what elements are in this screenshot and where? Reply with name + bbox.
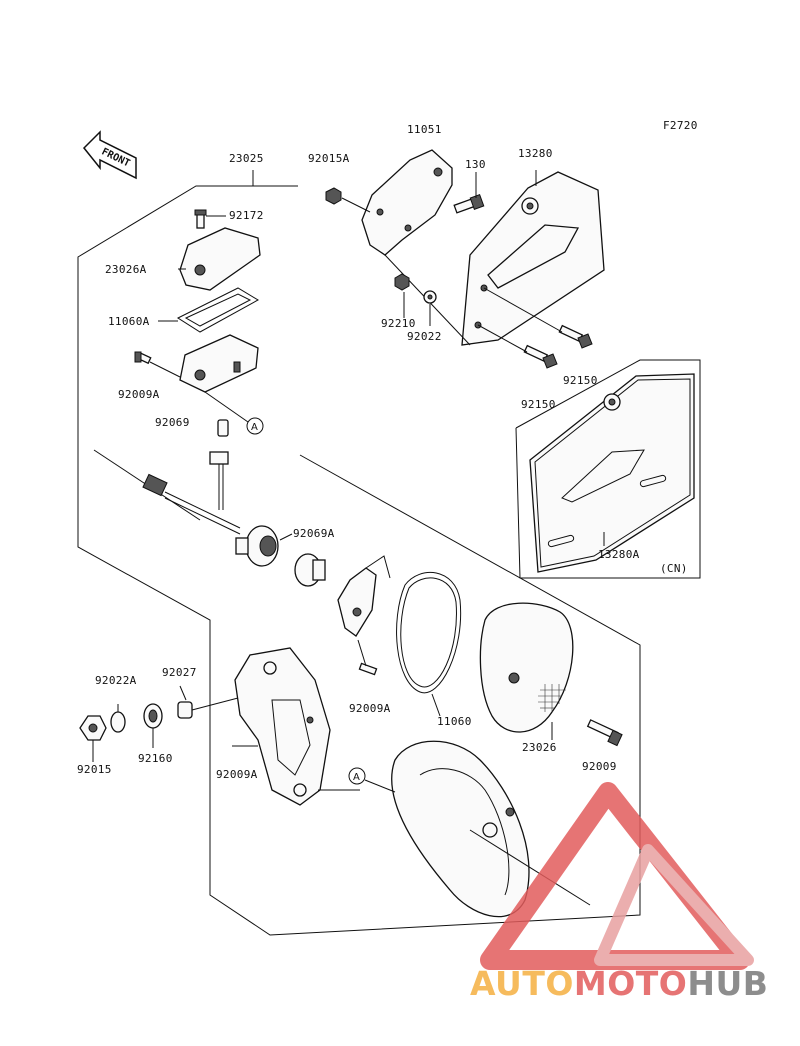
bolt-92150-upper xyxy=(558,324,593,349)
screw-92009 xyxy=(586,719,623,747)
bulb xyxy=(294,553,326,587)
svg-text:A: A xyxy=(251,422,258,433)
front-arrow-icon: FRONT xyxy=(82,130,137,180)
washer-92022A xyxy=(110,711,126,733)
label-92027: 92027 xyxy=(162,666,197,679)
grommet-92069A xyxy=(235,525,279,567)
tail-lens-23026 xyxy=(479,602,574,733)
label-92009A-mid: 92009A xyxy=(349,702,391,715)
label-92015A: 92015A xyxy=(308,152,350,165)
screw-92009A-mid xyxy=(358,662,378,676)
license-lamp-cover-23026A xyxy=(179,227,261,291)
bracket-11051 xyxy=(361,149,453,256)
label-13280A: 13280A xyxy=(598,548,640,561)
label-23026: 23026 xyxy=(522,741,557,754)
grommet-92160 xyxy=(143,703,163,729)
reflector-bracket xyxy=(337,555,391,637)
wire-harness xyxy=(142,451,241,535)
label-92150-b: 92150 xyxy=(521,398,556,411)
label-23025: 23025 xyxy=(229,152,264,165)
label-11060A: 11060A xyxy=(108,315,150,328)
gasket-11060A xyxy=(176,287,260,333)
nut-92015A xyxy=(325,187,342,205)
diagram-code: F2720 xyxy=(663,119,698,132)
label-23026A: 23026A xyxy=(105,263,147,276)
label-92150-a: 92150 xyxy=(563,374,598,387)
label-92210: 92210 xyxy=(381,317,416,330)
label-92022: 92022 xyxy=(407,330,442,343)
label-92009A-bottom: 92009A xyxy=(216,768,258,781)
washer-92022 xyxy=(423,290,437,304)
collar-92027 xyxy=(177,701,193,719)
tail-lamp-housing xyxy=(391,740,530,918)
label-92069: 92069 xyxy=(155,416,190,429)
mounting-bracket-lower xyxy=(234,647,331,806)
callout-a-bottom: A xyxy=(348,767,366,785)
label-92069A: 92069A xyxy=(293,527,335,540)
nut-92210 xyxy=(394,273,410,291)
label-130: 130 xyxy=(465,158,486,171)
screw-92172 xyxy=(194,209,207,229)
watermark-logo: AUTOMOTOHUB xyxy=(470,782,768,1003)
callout-a-top: A xyxy=(246,417,264,435)
label-92009: 92009 xyxy=(582,760,617,773)
nut-92015 xyxy=(79,715,107,741)
socket-92069 xyxy=(217,419,229,437)
label-92172: 92172 xyxy=(229,209,264,222)
label-13280: 13280 xyxy=(518,147,553,160)
bolt-130 xyxy=(453,194,485,214)
label-11051: 11051 xyxy=(407,123,442,136)
screw-92009A-top xyxy=(134,351,152,365)
label-92022A: 92022A xyxy=(95,674,137,687)
label-92009A-top: 92009A xyxy=(118,388,160,401)
label-13280A-note: (CN) xyxy=(660,562,688,575)
plate-bracket-13280 xyxy=(461,171,605,346)
label-92160: 92160 xyxy=(138,752,173,765)
label-92015: 92015 xyxy=(77,763,112,776)
gasket-11060 xyxy=(396,571,462,694)
bolt-92150-lower xyxy=(523,344,558,369)
license-lamp-base xyxy=(179,334,259,393)
part-labels: 23025 92015A 11051 130 13280 92172 23026… xyxy=(77,123,688,781)
label-11060: 11060 xyxy=(437,715,472,728)
watermark-text: AUTOMOTOHUB xyxy=(470,964,768,1003)
svg-text:A: A xyxy=(353,772,360,783)
plate-13280A-box xyxy=(515,359,701,579)
